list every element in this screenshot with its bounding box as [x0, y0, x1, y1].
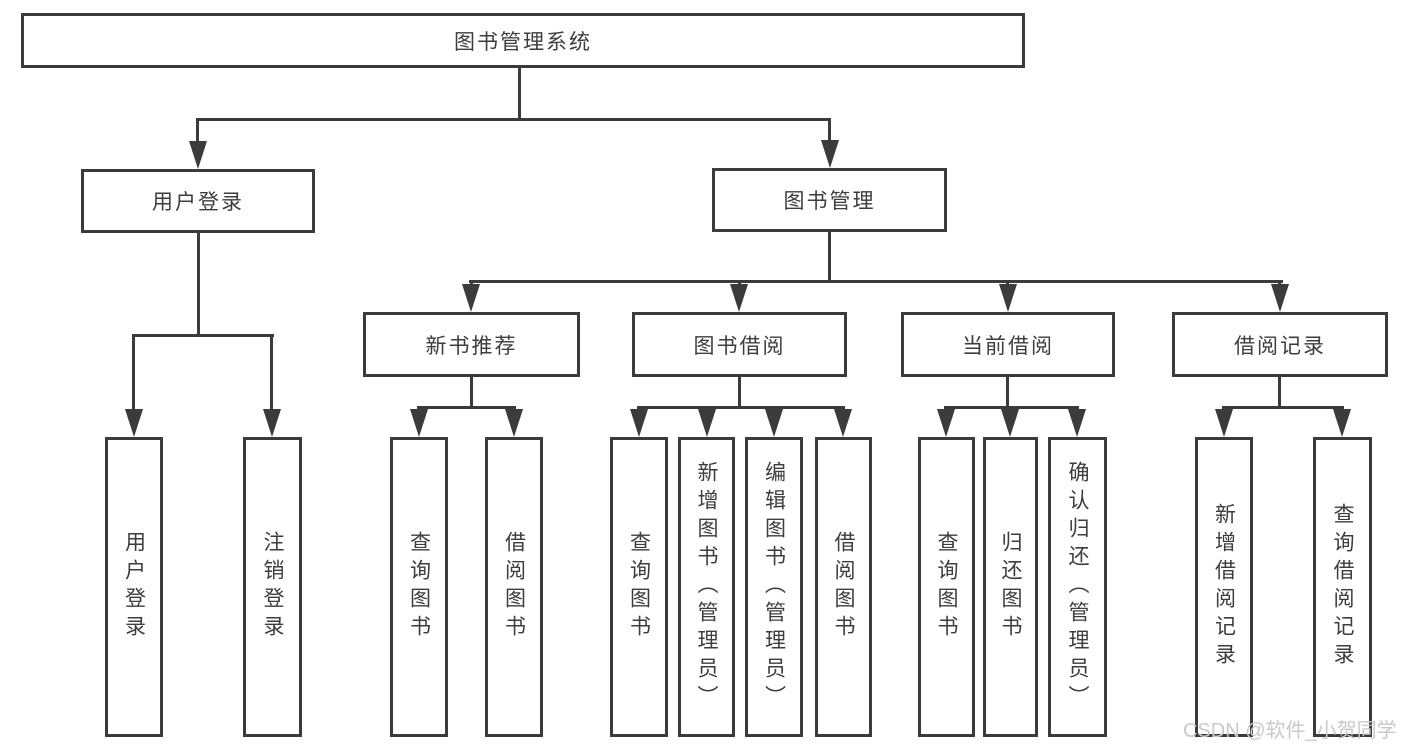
connector-drop-user-login	[196, 120, 199, 144]
node-root-label: 图书管理系统	[454, 30, 592, 54]
arrow-down-icon	[505, 409, 523, 437]
connector-current-borrow-stem	[1006, 377, 1009, 408]
leaf-label: 注销登录	[261, 531, 284, 643]
node-borrow-record-label: 借阅记录	[1234, 334, 1326, 358]
watermark: CSDN @软件_小贺同学	[1183, 720, 1397, 742]
leaf-query-books-newbook: 查询图书	[390, 437, 448, 737]
arrow-down-icon	[263, 409, 281, 437]
leaf-borrow-books-newbook: 借阅图书	[485, 437, 543, 737]
node-new-book-label: 新书推荐	[425, 334, 518, 358]
leaf-query-borrow-record: 查询借阅记录	[1313, 437, 1372, 737]
arrow-down-icon	[1333, 409, 1351, 437]
leaf-label: 借阅图书	[832, 531, 855, 643]
leaf-label: 查询图书	[627, 531, 651, 643]
node-book-mgmt: 图书管理	[712, 168, 947, 232]
leaf-return-books: 归还图书	[983, 437, 1038, 737]
arrow-down-icon	[834, 409, 852, 437]
arrow-down-icon	[1068, 409, 1086, 437]
connector-current-borrow-branch	[944, 406, 1079, 409]
arrow-down-icon	[730, 284, 748, 312]
connector	[270, 336, 273, 411]
arrow-down-icon	[1271, 284, 1289, 312]
node-current-borrow: 当前借阅	[901, 312, 1115, 377]
leaf-logout: 注销登录	[243, 437, 302, 737]
leaf-borrow-books-borrow: 借阅图书	[815, 437, 872, 737]
connector-borrow-record-branch	[1222, 406, 1344, 409]
connector-drop-book-mgmt	[828, 120, 831, 142]
leaf-label: 用户登录	[122, 531, 146, 643]
leaf-add-borrow-record: 新增借阅记录	[1195, 437, 1253, 737]
node-new-book: 新书推荐	[363, 312, 580, 377]
connector-book-mgmt-stem	[828, 232, 831, 282]
leaf-user-login: 用户登录	[105, 437, 163, 737]
arrow-down-icon	[821, 140, 839, 168]
connector-new-book-stem	[470, 377, 473, 408]
leaf-edit-books-admin: 编辑图书（管理员）	[745, 437, 803, 737]
node-root: 图书管理系统	[21, 13, 1025, 68]
arrow-down-icon	[937, 409, 955, 437]
leaf-add-books-admin: 新增图书（管理员）	[678, 437, 735, 737]
connector-user-login-stem	[197, 233, 200, 336]
leaf-label: 归还图书	[999, 531, 1022, 643]
arrow-down-icon	[1215, 409, 1233, 437]
arrow-down-icon	[462, 284, 480, 312]
connector-new-book-branch	[417, 406, 516, 409]
leaf-label: 新增图书（管理员）	[695, 461, 718, 713]
arrow-down-icon	[189, 141, 207, 169]
connector-root-stem	[518, 68, 521, 120]
node-user-login: 用户登录	[81, 169, 315, 233]
arrow-down-icon	[999, 284, 1017, 312]
connector-user-login-branch	[132, 334, 274, 337]
connector	[132, 336, 135, 411]
connector-book-mgmt-branch	[469, 280, 1283, 283]
leaf-query-books-borrow: 查询图书	[610, 437, 668, 737]
arrow-down-icon	[125, 409, 143, 437]
leaf-query-books-current: 查询图书	[918, 437, 975, 737]
node-book-mgmt-label: 图书管理	[783, 190, 876, 213]
leaf-label: 查询图书	[407, 531, 431, 643]
arrow-down-icon	[765, 409, 783, 437]
leaf-label: 编辑图书（管理员）	[762, 461, 786, 713]
leaf-label: 查询图书	[935, 531, 958, 643]
arrow-down-icon	[698, 409, 716, 437]
node-borrow-record: 借阅记录	[1172, 312, 1388, 377]
connector-book-borrow-stem	[738, 377, 741, 408]
node-user-login-label: 用户登录	[152, 191, 244, 214]
node-book-borrow-label: 图书借阅	[693, 334, 786, 358]
arrow-down-icon	[1001, 409, 1019, 437]
node-current-borrow-label: 当前借阅	[962, 334, 1054, 358]
leaf-label: 新增借阅记录	[1212, 503, 1236, 671]
leaf-label: 查询借阅记录	[1331, 503, 1354, 671]
arrow-down-icon	[630, 409, 648, 437]
connector-root-branch	[196, 118, 831, 121]
node-book-borrow: 图书借阅	[632, 312, 847, 377]
connector-borrow-record-stem	[1278, 377, 1281, 408]
leaf-label: 确认归还（管理员）	[1066, 461, 1089, 713]
leaf-confirm-return-admin: 确认归还（管理员）	[1048, 437, 1107, 737]
leaf-label: 借阅图书	[502, 531, 526, 643]
arrow-down-icon	[410, 409, 428, 437]
connector-book-borrow-branch	[637, 406, 845, 409]
